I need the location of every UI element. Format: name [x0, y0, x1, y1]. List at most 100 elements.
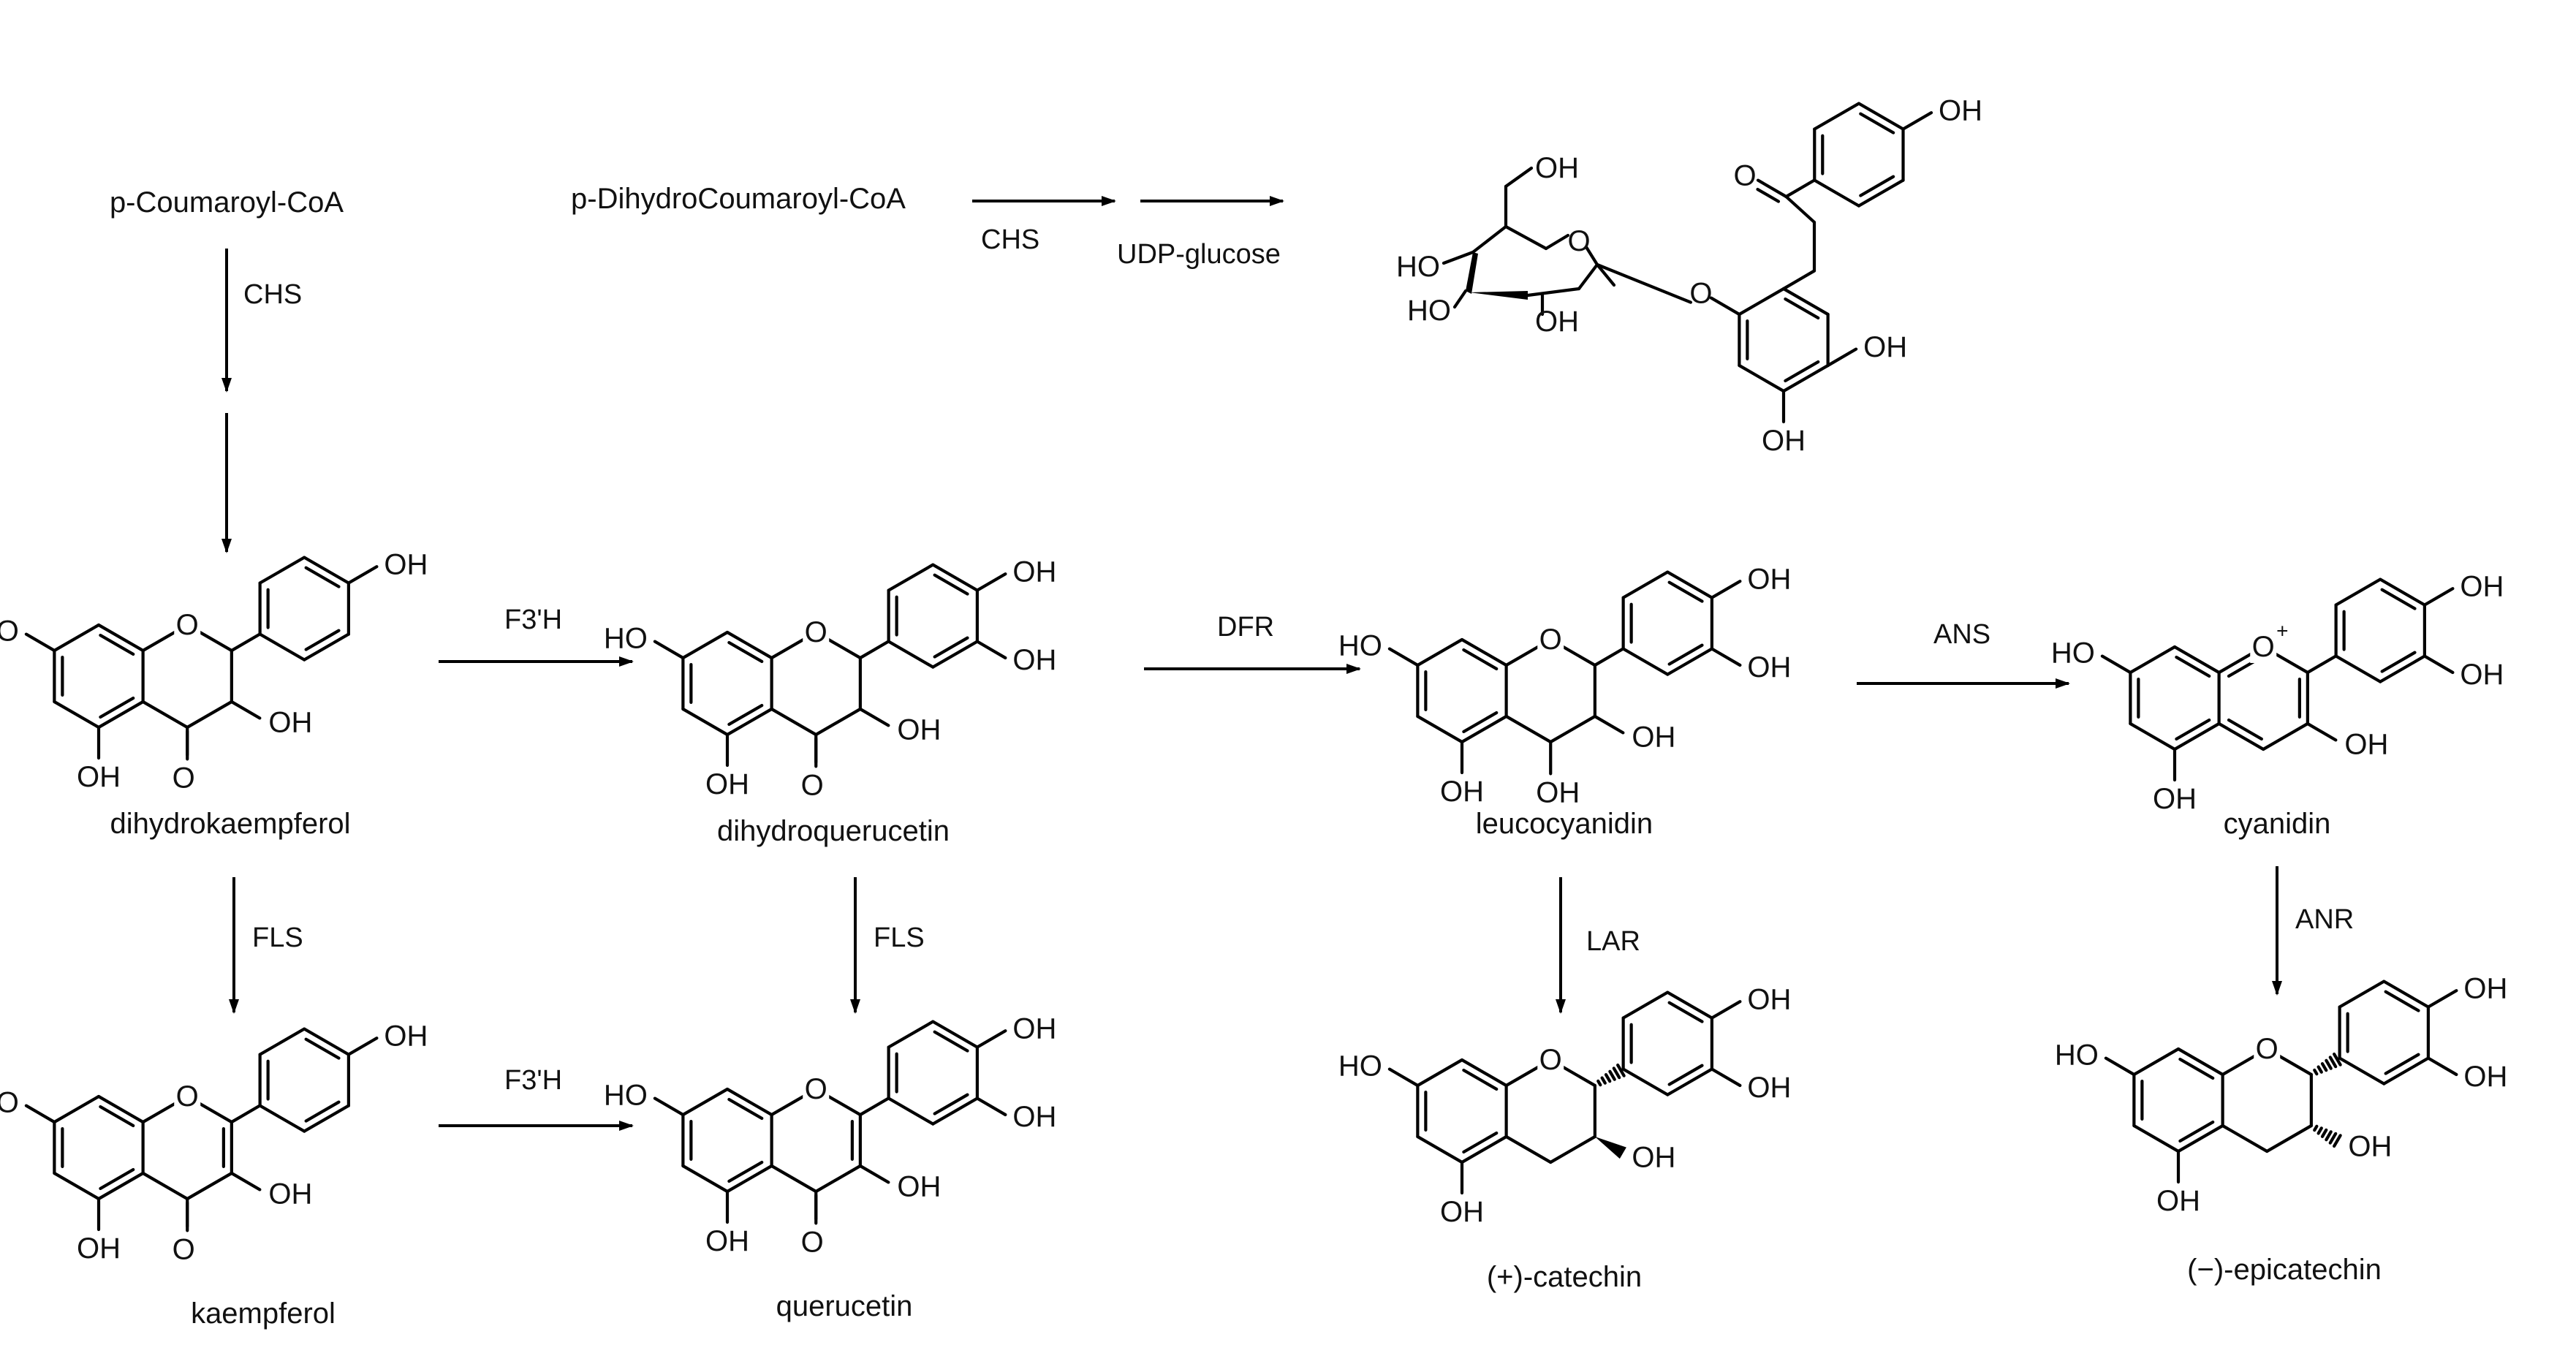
ring-bond [725, 707, 773, 737]
hydroxyl-5: OH [77, 1232, 121, 1265]
double-bond [2175, 718, 2211, 741]
ring-double-bond [1667, 643, 1704, 666]
ring-bond [1738, 363, 1786, 393]
ring-bond [1857, 102, 1905, 131]
carbonyl-oxygen: O [173, 1233, 195, 1265]
hydroxyl-3: OH [2344, 728, 2388, 760]
ring-bond [2265, 1124, 2313, 1153]
double-bond [1462, 648, 1499, 671]
ring-bond [770, 1164, 818, 1194]
ring-double-bond [1859, 175, 1895, 197]
hydroxyl-7: HO [1338, 629, 1382, 662]
ring-double-bond [1667, 1064, 1704, 1086]
ring-bond [2382, 1056, 2430, 1086]
hash-bond [2328, 1132, 2338, 1145]
ring-bond [1460, 637, 1508, 667]
chair-bond [1471, 224, 1508, 254]
ring-double-bond [1667, 580, 1704, 603]
ring-bond [1781, 363, 1830, 393]
enzyme-f3h-top: F3'H [504, 605, 562, 635]
double-bond [2178, 1057, 2215, 1080]
hydroxyl-4prime: OH [1747, 651, 1791, 683]
enzyme-f3h-bottom: F3'H [504, 1065, 562, 1096]
hydroxyl-5: OH [1440, 1196, 1484, 1228]
ring-oxygen: O [1539, 1044, 1562, 1076]
label-mask [1537, 622, 1564, 656]
bond [24, 632, 56, 653]
ring-bond [303, 1027, 350, 1056]
hydroxyl-4prime: OH [1012, 644, 1056, 676]
compound-leucocyanidin: leucocyanidin [1476, 808, 1653, 840]
chair-bond [1544, 233, 1570, 251]
bond [1710, 580, 1742, 599]
hydroxyl-3: OH [1632, 1141, 1675, 1173]
enzyme-fls-left: FLS [252, 922, 303, 953]
label-mask [2254, 1031, 2281, 1065]
ring-bond [681, 707, 730, 737]
ring-bond [2172, 645, 2221, 675]
hydroxyl-4prime: OH [1012, 1101, 1056, 1133]
ring-bond [1460, 714, 1508, 744]
bond [2426, 1056, 2458, 1077]
label-mask [174, 607, 201, 641]
positive-charge: + [2276, 620, 2288, 643]
ring-bond [141, 1171, 189, 1201]
enzyme-fls-mid: FLS [874, 922, 925, 953]
hash-bond [1616, 1063, 1626, 1077]
hydroxyl-5: OH [705, 768, 749, 800]
ring-bond [1460, 1134, 1508, 1164]
label-mask [2250, 629, 2277, 663]
hydroxyl-5: OH [77, 761, 121, 793]
bond [1784, 178, 1817, 199]
ring-bond [681, 1164, 730, 1194]
ring-bond [2338, 980, 2386, 1009]
bond [2100, 654, 2132, 675]
hydroxyl: OH [1535, 306, 1579, 338]
ring-bond [931, 640, 979, 669]
ring-bond [887, 563, 935, 592]
double-bond [99, 696, 135, 719]
ring-bond [681, 630, 730, 660]
ring-bond [96, 1171, 145, 1201]
hydroxyl-7: HO [604, 622, 648, 654]
bond [346, 1037, 379, 1056]
carbonyl-oxygen: O [1733, 160, 1756, 192]
ring-bond [1416, 637, 1464, 667]
bond [975, 572, 1007, 592]
hydroxyl: HO [1396, 251, 1440, 283]
double-bond [1462, 1131, 1499, 1154]
hydroxyl-3: OH [1632, 721, 1675, 753]
hash-bond [2325, 1058, 2333, 1070]
ring-bond [1549, 714, 1596, 744]
ring-bond [2129, 645, 2177, 675]
ring-bond [2338, 1056, 2386, 1086]
ring-bond [725, 1164, 773, 1194]
hydroxyl-7: HO [0, 615, 19, 647]
hydroxyl-4prime: OH [384, 1020, 428, 1052]
hydroxyl-5: OH [1440, 776, 1484, 808]
ring-bond [258, 1027, 306, 1056]
ring-oxygen: O [1567, 225, 1590, 257]
ring-bond [1621, 1067, 1670, 1096]
hydroxyl-7: HO [2055, 1039, 2099, 1071]
ring-double-bond [2384, 1053, 2420, 1075]
ring-bond [53, 623, 101, 653]
hash-bond [2325, 1130, 2333, 1142]
ring-bond [53, 1094, 101, 1124]
bond [653, 1096, 685, 1117]
double-bond [2175, 655, 2211, 678]
bond [1452, 289, 1468, 309]
ring-bond [887, 640, 935, 669]
ring-bond [1813, 178, 1860, 208]
bond [346, 565, 379, 585]
hydroxyl: OH [1939, 94, 1982, 126]
chair-bond [1584, 245, 1599, 267]
bond [1756, 178, 1788, 199]
ring-bond [1549, 1134, 1596, 1164]
hydroxyl-3prime: OH [1012, 1012, 1056, 1045]
hydroxyl-3prime: OH [2463, 972, 2507, 1004]
hash-bond [1608, 1069, 1616, 1081]
